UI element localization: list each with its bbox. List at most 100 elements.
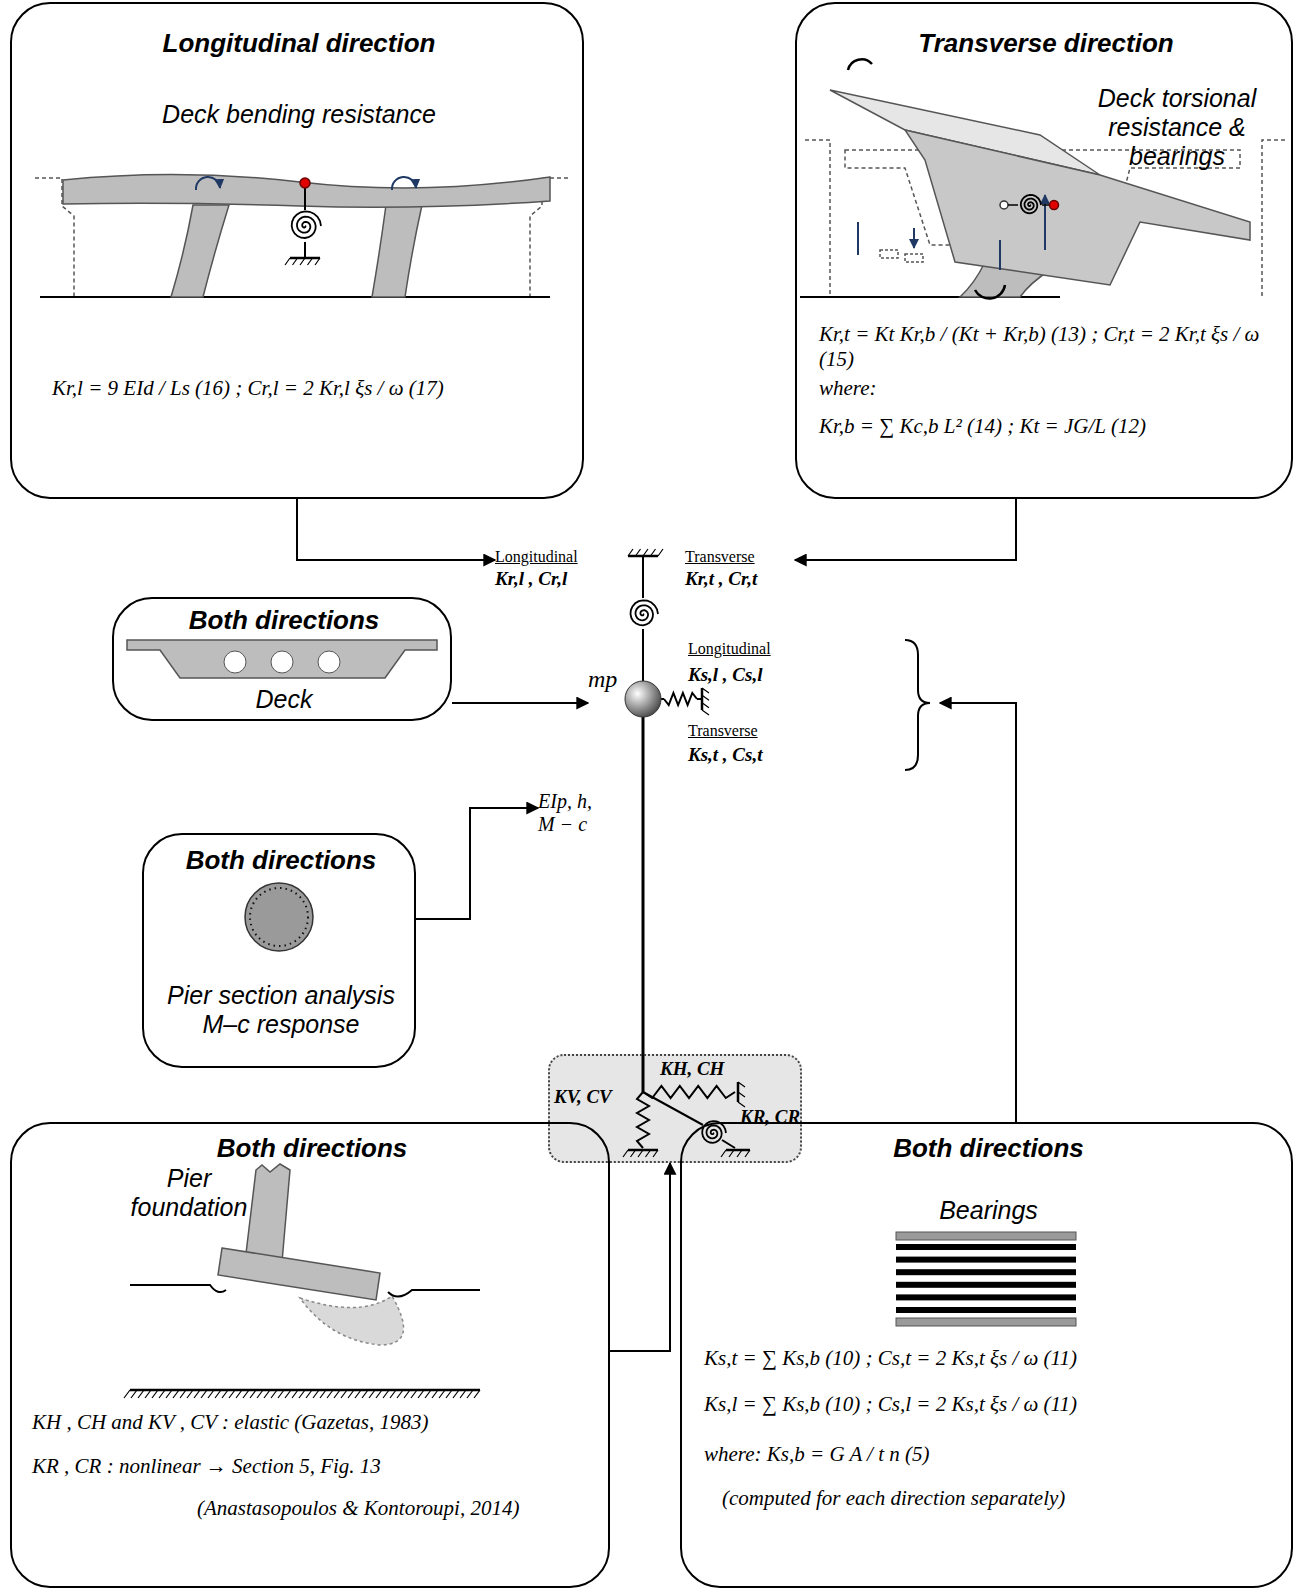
ground-hatch	[628, 549, 663, 556]
panel-title: Longitudinal direction	[12, 28, 586, 59]
panel-box: Both directionsPier section analysis M–c…	[142, 833, 416, 1068]
label: mp	[588, 666, 622, 693]
deck-girder	[127, 640, 437, 678]
mass-ball	[625, 681, 661, 717]
rebar-ring	[250, 888, 308, 946]
ground-hatch	[702, 688, 709, 715]
torsion-arrow	[975, 285, 1005, 299]
formula: (Anastasopoulos & Kontoroupi, 2014)	[197, 1496, 602, 1521]
pier	[245, 1164, 290, 1262]
connector-arrow	[940, 703, 1016, 1122]
pier	[171, 205, 229, 297]
formula: where: Ks,b = G A / t n (5)	[704, 1442, 1284, 1467]
label-group: LongitudinalKr,l , Cr,lTransverseKr,t , …	[495, 548, 795, 592]
bearing	[905, 254, 923, 262]
panel-box: Both directionsPier foundationKH , CH an…	[10, 1122, 610, 1588]
soil-bulb	[300, 1296, 404, 1345]
rubber-layer	[896, 1244, 1076, 1250]
central-model	[643, 556, 930, 1148]
connector-arrow	[795, 499, 1016, 560]
rubber-layer	[896, 1257, 1076, 1263]
spring	[637, 1092, 649, 1148]
panel-box: Longitudinal directionDeck bending resis…	[10, 2, 584, 499]
panel-title: Both directions	[682, 1133, 1295, 1164]
panel-title: Transverse direction	[797, 28, 1295, 59]
label: Longitudinal	[495, 548, 605, 566]
bearing-plate	[896, 1232, 1076, 1240]
connector-arrow	[297, 499, 495, 560]
label: Transverse	[685, 548, 795, 566]
formula: Kr,l = 9 EId / Ls (16) ; Cr,l = 2 Kr,l ξ…	[52, 376, 572, 401]
void	[224, 651, 246, 673]
spring	[643, 1086, 735, 1098]
label: KH, CH	[660, 1058, 740, 1080]
label-group: LongitudinalKs,l , Cs,lTransverseKs,t , …	[688, 640, 940, 780]
label: Ks,l , Cs,l	[688, 664, 818, 686]
foundation-box: KH, CH KV, CV KR, CR	[548, 1054, 802, 1163]
spring-line	[642, 556, 644, 681]
formula: Ks,t = ∑ Ks,b (10) ; Cs,t = 2 Ks,t ξs / …	[704, 1346, 1284, 1371]
formula: KR , CR : nonlinear → Section 5, Fig. 13	[32, 1454, 602, 1479]
rubber-layer	[896, 1282, 1076, 1288]
formula: (computed for each direction separately)	[722, 1486, 1282, 1511]
void	[318, 651, 340, 673]
formula: Ks,l = ∑ Ks,b (10) ; Cs,l = 2 Ks,t ξs / …	[704, 1392, 1284, 1417]
void	[271, 651, 293, 673]
formula: where:	[819, 376, 1019, 401]
deck-beam	[63, 174, 550, 207]
label: Deck torsional resistance & bearings	[1079, 84, 1275, 171]
ground	[726, 1149, 750, 1152]
rubber-layer	[896, 1307, 1076, 1313]
rotational-spring	[631, 600, 659, 625]
footing	[218, 1248, 380, 1300]
ground-hatch	[124, 1390, 480, 1398]
panel-box: Both directionsBearingsKs,t = ∑ Ks,b (10…	[680, 1122, 1293, 1588]
ground-hatch	[738, 1082, 745, 1107]
ground	[701, 688, 704, 710]
foundation-springs-ground	[548, 1054, 802, 1163]
rubber-layer	[896, 1294, 1076, 1300]
node-dot	[300, 178, 310, 188]
node-circle	[1000, 201, 1008, 209]
formula: Kr,b = ∑ Kc,b L² (14) ; Kt = JG/L (12)	[819, 414, 1279, 439]
label-group: mp	[588, 664, 663, 720]
pier	[372, 205, 422, 297]
deck-section	[127, 640, 437, 678]
label: Deck	[114, 685, 454, 714]
label: Ks,t , Cs,t	[688, 744, 818, 766]
panel-box: Transverse directionDeck torsional resis…	[795, 2, 1293, 499]
label: Kr,l , Cr,l	[495, 568, 605, 590]
label: Transverse	[688, 722, 818, 740]
torsion-arrow	[848, 59, 872, 70]
formula: Kr,t = Kt Kr,b / (Kt + Kr,b) (13) ; Cr,t…	[819, 322, 1279, 372]
ground-hatch	[285, 258, 320, 265]
spring-line	[643, 1092, 735, 1148]
transverse-sketch	[800, 59, 1285, 298]
rotational-spring	[292, 211, 321, 238]
connector-arrow	[416, 808, 538, 919]
panel-title: Both directions	[12, 1133, 612, 1164]
force-arrow	[1000, 195, 1045, 270]
label: Pier section analysis M–c response	[156, 981, 406, 1039]
connector-arrow	[452, 702, 588, 704]
bearing-plate	[896, 1318, 1076, 1326]
rotational-spring	[702, 1121, 726, 1143]
ground-line	[40, 296, 550, 298]
label: KR, CR	[740, 1106, 802, 1128]
rotation-arrow	[196, 177, 220, 190]
spring	[664, 693, 697, 705]
pier-line	[642, 717, 645, 1092]
ground-hatch	[721, 1150, 750, 1157]
formula: KH , CH and KV , CV : elastic (Gazetas, …	[32, 1410, 602, 1435]
connector-arrow	[610, 1163, 670, 1351]
panel-box: Both directionsDeck	[112, 597, 452, 721]
panel-title: Both directions	[114, 605, 454, 636]
ground-hatch	[623, 1150, 658, 1157]
label: KV, CV	[554, 1086, 624, 1108]
rubber-layer	[896, 1269, 1076, 1275]
rotation-arrow	[392, 177, 416, 190]
longitudinal-sketch	[35, 174, 568, 297]
label: Bearings	[682, 1196, 1295, 1225]
